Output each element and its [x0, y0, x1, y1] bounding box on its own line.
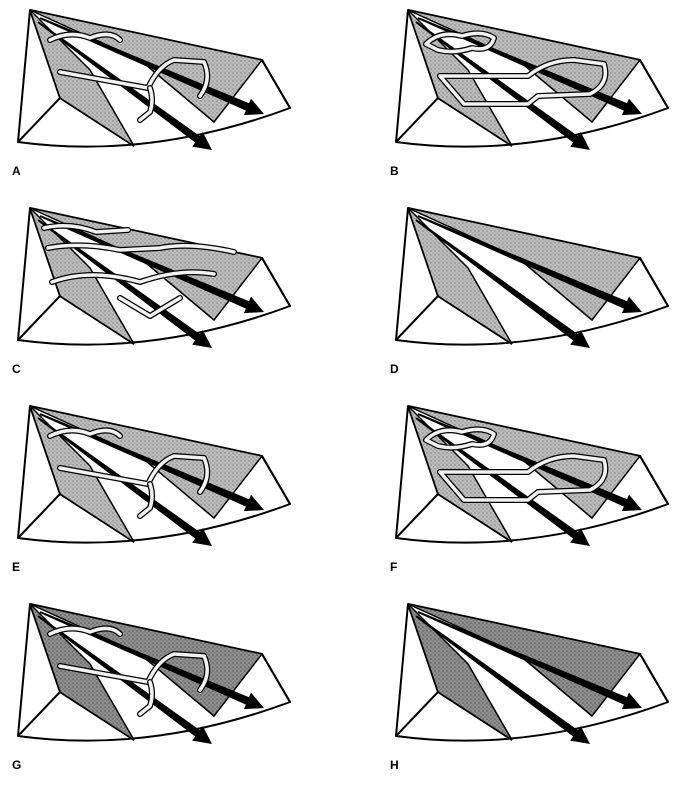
panel-label: C [12, 362, 21, 376]
panel-label: D [390, 362, 399, 376]
panel-label: F [390, 560, 397, 574]
panel-f: F [390, 406, 668, 574]
panel-h: H [390, 604, 668, 772]
panel-a: A [12, 10, 290, 178]
panel-e: E [12, 406, 290, 574]
panel-label: E [12, 560, 20, 574]
panel-label: H [390, 758, 399, 772]
panel-label: G [12, 758, 21, 772]
panel-label: B [390, 164, 399, 178]
panel-b: B [390, 10, 668, 178]
panel-g: G [12, 604, 290, 772]
panel-label: A [12, 164, 21, 178]
panel-c: C [12, 208, 290, 376]
panel-d: D [390, 208, 668, 376]
